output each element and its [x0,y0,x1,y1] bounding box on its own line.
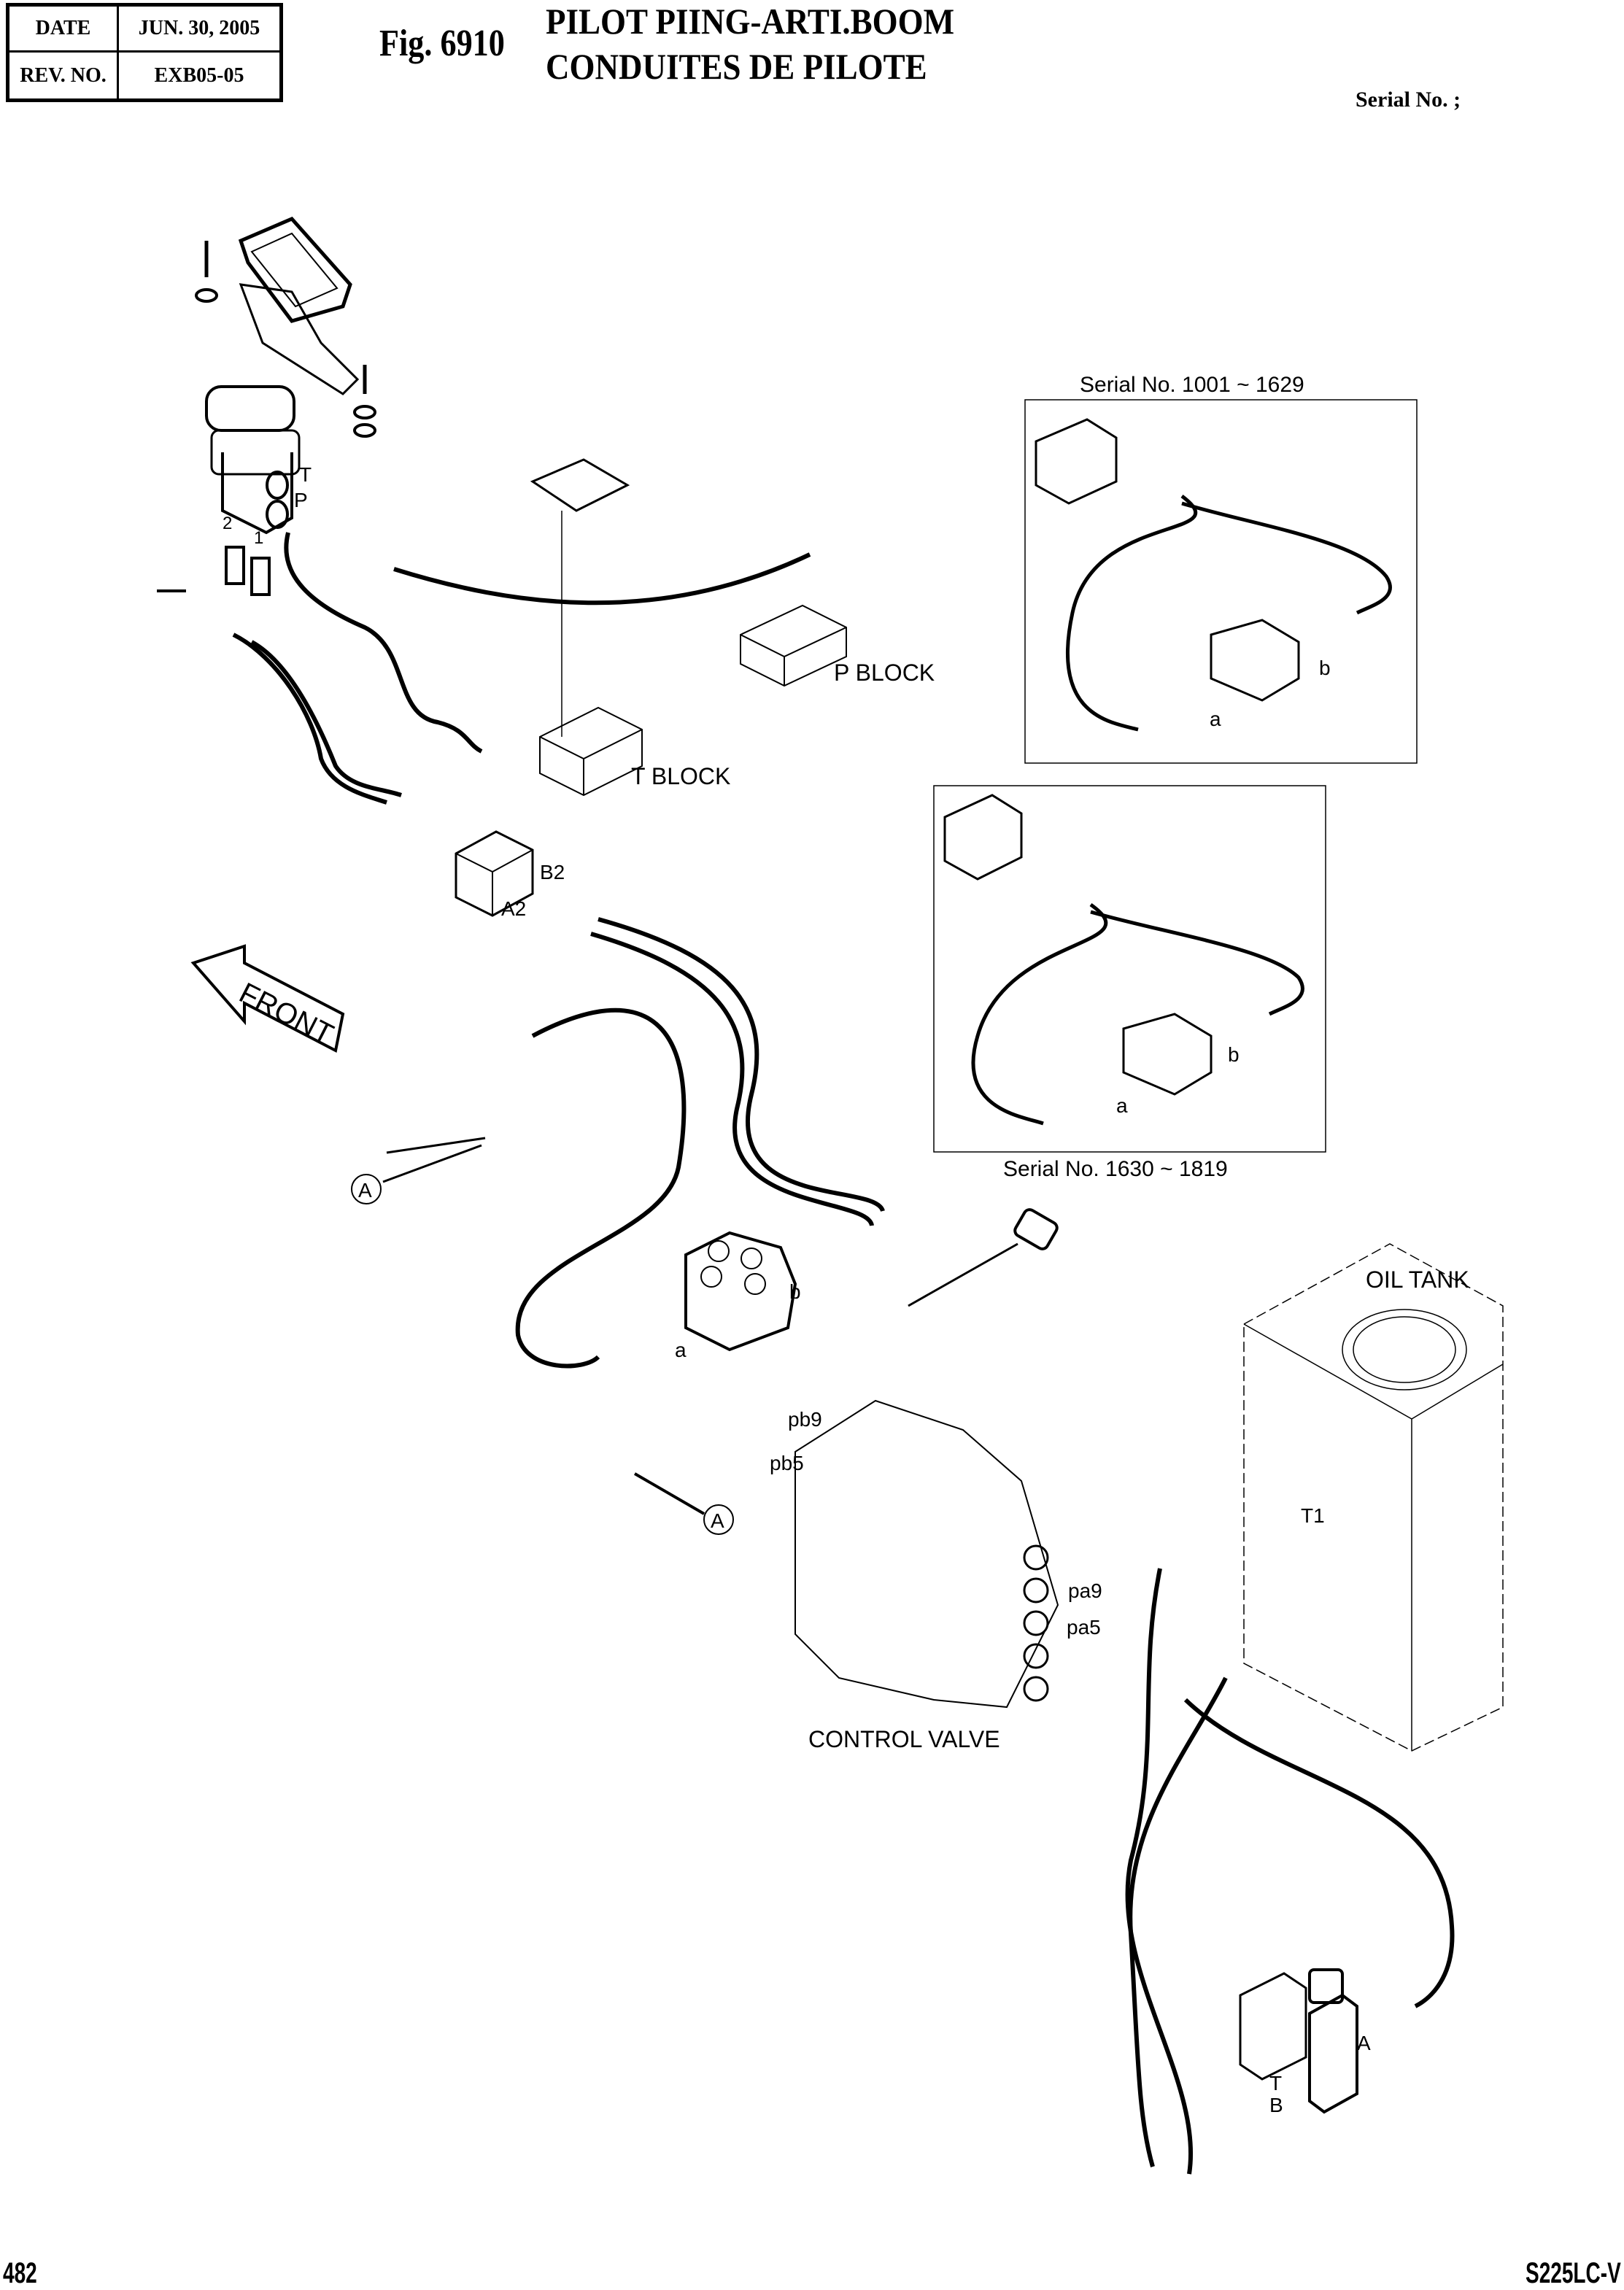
pilot-hoses-upper [232,532,811,805]
front-arrow-label: FRONT [234,977,339,1051]
p-block: P BLOCK [740,604,935,687]
callout-a-lower-label: A [711,1509,724,1532]
callout-a-lower: A [633,1472,734,1535]
title-english: PILOT PIING-ARTI.BOOM [546,1,955,42]
inset-1-port-a-label: a [1210,708,1221,730]
inset-serial-1001-1629: Serial No. 1001 ~ 1629 b a [1024,373,1418,764]
center-valve-port-a-label: a [675,1339,687,1361]
rev-label: REV. NO. [9,53,119,98]
pedal-port-t-label: T [299,463,312,486]
oil-tank-label: OIL TANK [1366,1266,1469,1293]
inset-serial-1630-1819: Serial No. 1630 ~ 1819 b a [933,785,1326,1181]
pilot-hoses-middle [515,917,885,1369]
control-valve: CONTROL VALVE [794,1399,1059,1752]
port-b2-label: B2 [540,861,565,883]
pedal-assembly [195,216,376,438]
inset-1-port-b-label: b [1319,657,1331,679]
pedal-port-p-label: P [294,489,308,511]
port-pb5-label: pb5 [770,1452,804,1474]
title-french: CONDUITES DE PILOTE [546,46,927,87]
inset-1-serial-label: Serial No. 1001 ~ 1629 [1080,373,1304,397]
inset-2-port-a-label: a [1116,1094,1128,1117]
solenoid-port-t-label: T [1269,2072,1282,2094]
solenoid-valve: A T B [1239,1968,1371,2116]
pedal-port-1-label: 1 [254,528,263,548]
selector-valve-center: b a [675,1231,801,1361]
date-value: JUN. 30, 2005 [119,7,279,53]
solenoid-port-b-label: B [1269,2094,1283,2116]
oil-tank: OIL TANK T1 [1243,1243,1504,1752]
pilot-hoses-lower [1125,1568,1455,2175]
port-a2-label: A2 [501,897,526,920]
pedal-pilot-valve: T P 2 1 [157,385,312,596]
callout-a-left-label: A [358,1179,372,1202]
t-block: T BLOCK [539,706,730,797]
rev-value: EXB05-05 [154,63,244,87]
port-t1-label: T1 [1301,1504,1325,1527]
callout-a-left: A [351,1137,486,1204]
date-label: DATE [9,7,119,53]
p-block-label: P BLOCK [834,659,935,686]
page-number: 482 [3,2257,37,2289]
serial-number-header: Serial No. ; [1356,88,1461,112]
port-pa9-label: pa9 [1068,1579,1102,1602]
pressure-sensor [908,1208,1059,1307]
port-pb9-label: pb9 [788,1408,822,1431]
block-bracket [530,458,630,512]
inset-2-port-b-label: b [1228,1043,1240,1066]
model-number: S225LC-V [1526,2257,1621,2289]
control-valve-label: CONTROL VALVE [808,1726,1000,1752]
center-valve-port-b-label: b [789,1280,801,1303]
revision-table: DATE JUN. 30, 2005 REV. NO. EXB05-05 [6,3,283,102]
figure-number: Fig. 6910 [379,23,505,64]
inset-2-serial-label: Serial No. 1630 ~ 1819 [1003,1157,1228,1181]
port-pa5-label: pa5 [1067,1616,1101,1639]
junction-block: B2 A2 [455,830,565,920]
solenoid-port-a-label: A [1357,2032,1371,2054]
pedal-port-2-label: 2 [223,514,232,533]
t-block-label: T BLOCK [631,763,730,789]
front-direction-arrow: FRONT [190,944,345,1053]
